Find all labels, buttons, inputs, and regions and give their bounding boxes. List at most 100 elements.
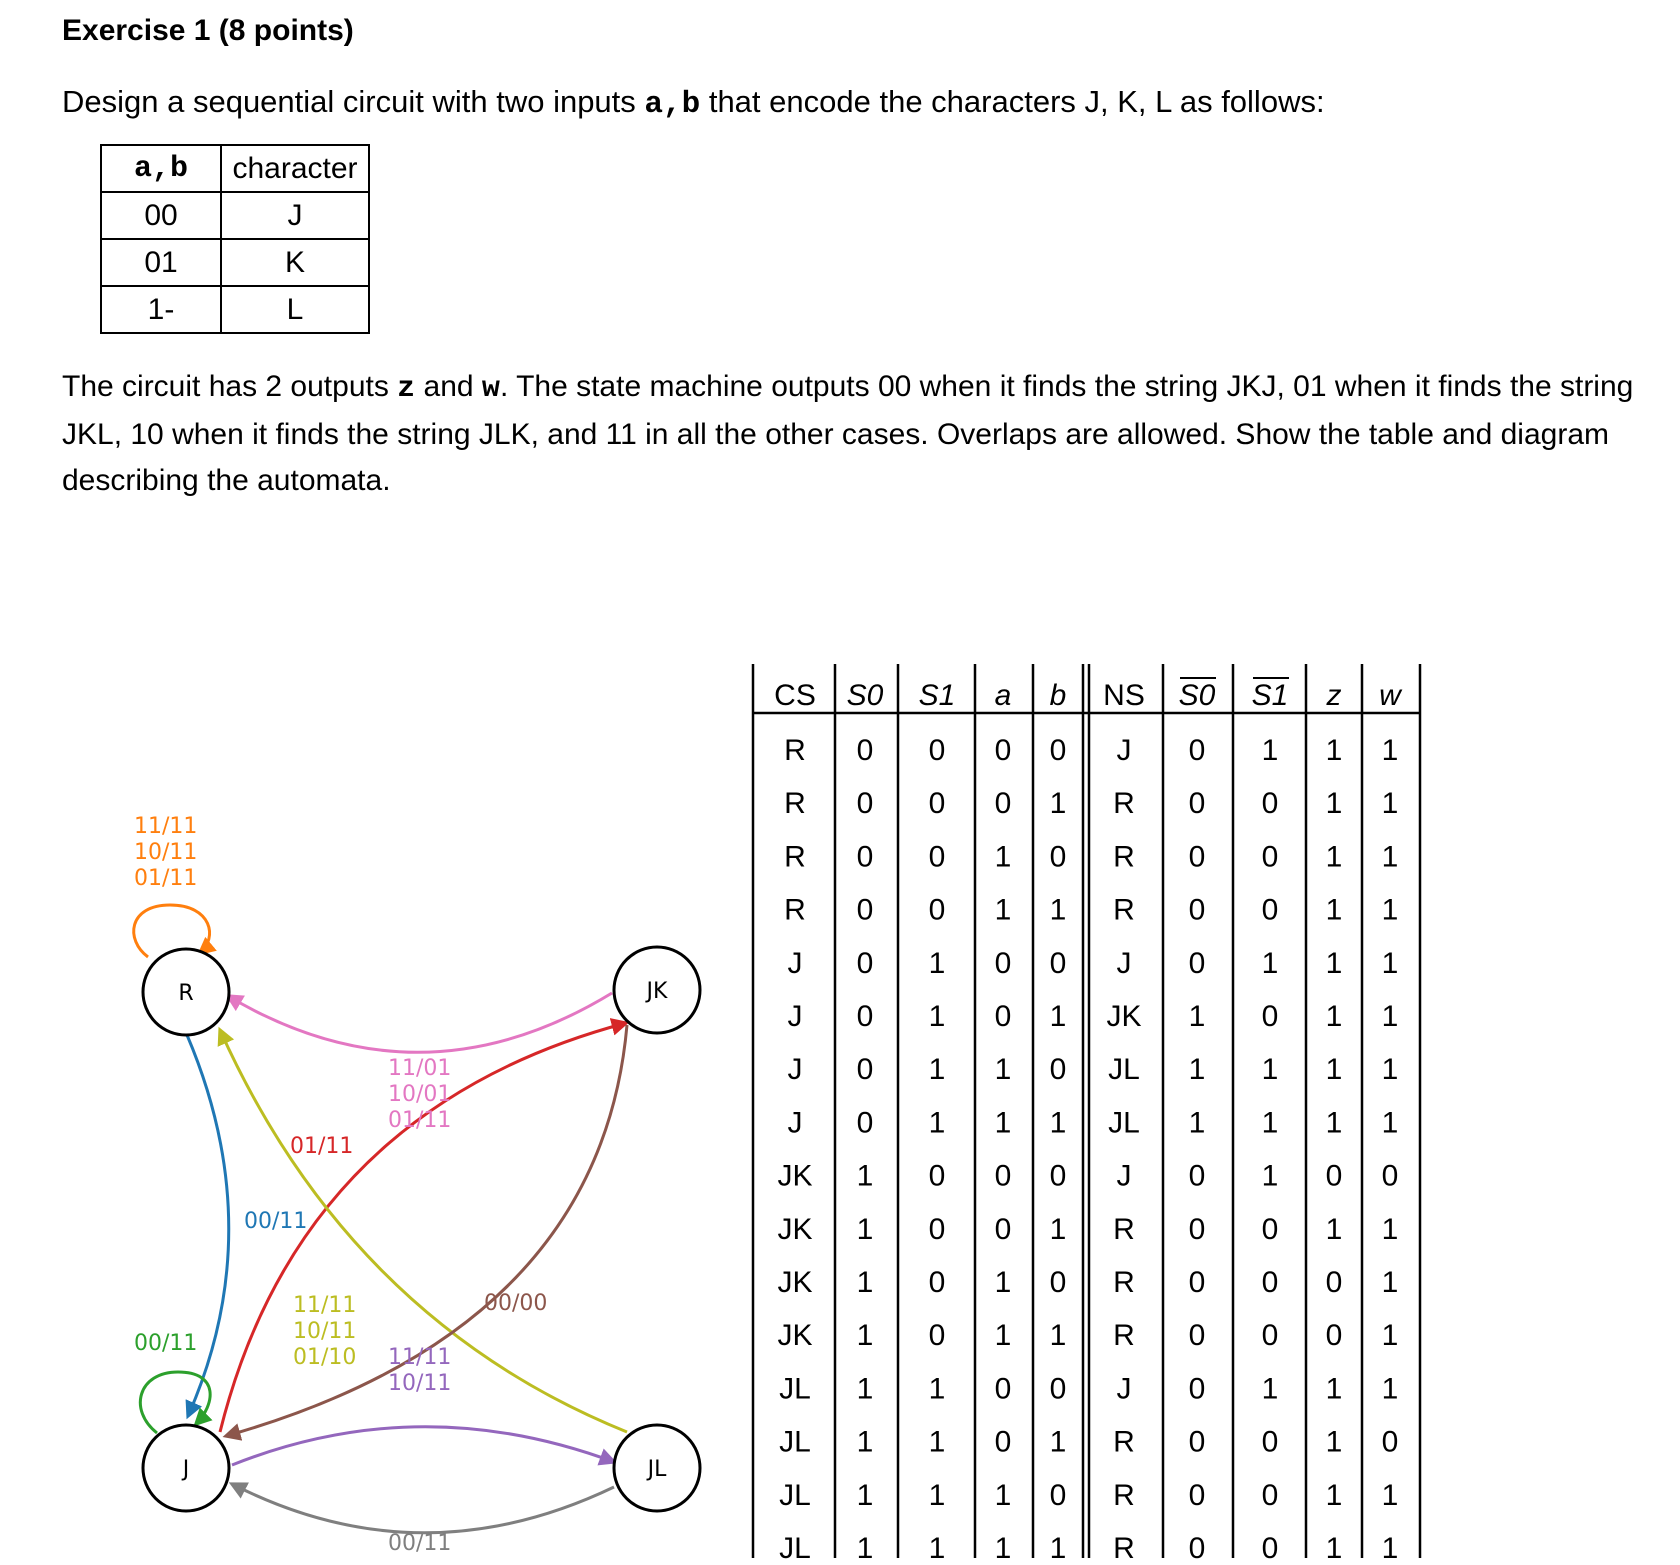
table-cell: L bbox=[220, 285, 370, 334]
table-cell: 0 bbox=[1189, 1479, 1206, 1512]
table-cell: 1 bbox=[1189, 1106, 1206, 1139]
table-cell: 1 bbox=[1050, 1319, 1067, 1352]
table-cell: JK bbox=[777, 1319, 812, 1352]
para-part-3: . The state machine outputs 00 when it f… bbox=[62, 370, 1634, 497]
table-cell: J bbox=[1117, 1160, 1132, 1193]
table-row: a,b character bbox=[100, 144, 370, 193]
header-cell: character bbox=[220, 144, 370, 193]
table-cell: J bbox=[220, 191, 370, 240]
table-cell: 0 bbox=[929, 1213, 946, 1246]
table-cell: 1 bbox=[1382, 1000, 1399, 1033]
state-diagram: 11/11 10/11 01/11 11/01 10/01 01/11 01/1… bbox=[132, 814, 702, 1556]
state-j: J bbox=[141, 1423, 231, 1513]
table-cell: JL bbox=[779, 1372, 811, 1405]
table-cell: 0 bbox=[1262, 1532, 1279, 1565]
table-cell: 0 bbox=[1262, 840, 1279, 873]
label-r-self: 11/11 10/11 01/11 bbox=[134, 814, 197, 891]
table-cell: R bbox=[1113, 894, 1135, 927]
table-cell: 1 bbox=[1326, 1532, 1343, 1565]
table-row: 00 J bbox=[100, 191, 370, 240]
edge-label: 11/01 bbox=[388, 1056, 451, 1081]
table-cell: 0 bbox=[1189, 1372, 1206, 1405]
label-jk-to-r: 11/01 10/01 01/11 bbox=[388, 1056, 451, 1133]
table-cell: 0 bbox=[1189, 1213, 1206, 1246]
table-cell: 1 bbox=[1326, 1213, 1343, 1246]
table-cell: R bbox=[1113, 1266, 1135, 1299]
intro-text: Design a sequential circuit with two inp… bbox=[62, 84, 1325, 122]
table-cell: JL bbox=[779, 1426, 811, 1459]
table-cell: 1 bbox=[857, 1479, 874, 1512]
state-table-grid bbox=[751, 664, 1422, 1558]
table-cell: 1 bbox=[1382, 1532, 1399, 1565]
table-cell: 1- bbox=[100, 285, 222, 334]
header-cell: S0 bbox=[1179, 679, 1216, 712]
table-cell: 0 bbox=[929, 840, 946, 873]
table-cell: 1 bbox=[857, 1213, 874, 1246]
table-cell: 0 bbox=[1382, 1426, 1399, 1459]
state-label: R bbox=[178, 981, 193, 1006]
table-cell: 0 bbox=[995, 947, 1012, 980]
table-cell: 0 bbox=[1262, 1266, 1279, 1299]
table-cell: 0 bbox=[1189, 894, 1206, 927]
table-cell: 1 bbox=[929, 1532, 946, 1565]
header-cell: w bbox=[1379, 679, 1403, 712]
table-cell: 0 bbox=[1050, 947, 1067, 980]
table-cell: 0 bbox=[1189, 1266, 1206, 1299]
table-cell: 1 bbox=[995, 1319, 1012, 1352]
table-cell: 0 bbox=[1326, 1319, 1343, 1352]
label-j-to-jk: 01/11 bbox=[290, 1134, 353, 1159]
table-cell: 1 bbox=[1326, 1426, 1343, 1459]
table-cell: 1 bbox=[1050, 1426, 1067, 1459]
table-cell: 0 bbox=[1262, 787, 1279, 820]
intro-after: that encode the characters J, K, L as fo… bbox=[700, 84, 1325, 119]
table-cell: 1 bbox=[1326, 734, 1343, 767]
table-cell: 00 bbox=[100, 191, 222, 240]
table-cell: 1 bbox=[995, 1266, 1012, 1299]
table-cell: 1 bbox=[929, 1372, 946, 1405]
table-cell: 1 bbox=[995, 1479, 1012, 1512]
table-cell: JL bbox=[779, 1532, 811, 1565]
table-cell: 1 bbox=[929, 1106, 946, 1139]
table-cell: 1 bbox=[1382, 947, 1399, 980]
table-cell: R bbox=[784, 734, 806, 767]
header-cell: z bbox=[1326, 679, 1342, 712]
table-cell: 0 bbox=[1189, 840, 1206, 873]
table-cell: 1 bbox=[1326, 1000, 1343, 1033]
edge-jl-to-j bbox=[228, 1482, 615, 1535]
table-cell: R bbox=[784, 894, 806, 927]
table-cell: R bbox=[1113, 1426, 1135, 1459]
table-cell: 1 bbox=[857, 1319, 874, 1352]
encoding-table: a,b character 00 J 01 K 1- L bbox=[100, 144, 370, 334]
table-cell: 1 bbox=[1382, 1106, 1399, 1139]
edge-r-self bbox=[132, 903, 217, 959]
table-cell: 1 bbox=[1262, 1372, 1279, 1405]
table-cell: 0 bbox=[995, 734, 1012, 767]
table-cell: 1 bbox=[1262, 1160, 1279, 1193]
table-cell: 0 bbox=[995, 1372, 1012, 1405]
label-jk-to-j: 00/00 bbox=[484, 1291, 547, 1316]
table-cell: J bbox=[1117, 734, 1132, 767]
table-cell: 0 bbox=[1262, 894, 1279, 927]
table-cell: 1 bbox=[1326, 1479, 1343, 1512]
edge-r-to-j bbox=[185, 1034, 231, 1420]
table-cell: 1 bbox=[1382, 1053, 1399, 1086]
state-label: JK bbox=[645, 979, 668, 1004]
table-cell: JL bbox=[1108, 1053, 1140, 1086]
table-cell: K bbox=[220, 238, 370, 287]
exercise-title: Exercise 1 (8 points) bbox=[62, 14, 354, 47]
table-cell: R bbox=[1113, 1532, 1135, 1565]
state-jl: JL bbox=[612, 1423, 702, 1513]
table-cell: 1 bbox=[1382, 894, 1399, 927]
table-cell: 1 bbox=[995, 840, 1012, 873]
edge-j-self bbox=[138, 1370, 213, 1435]
problem-statement: The circuit has 2 outputs z and w. The s… bbox=[62, 364, 1662, 504]
table-cell: 1 bbox=[857, 1426, 874, 1459]
edge-label: 10/11 bbox=[388, 1371, 451, 1396]
table-cell: 1 bbox=[995, 1106, 1012, 1139]
